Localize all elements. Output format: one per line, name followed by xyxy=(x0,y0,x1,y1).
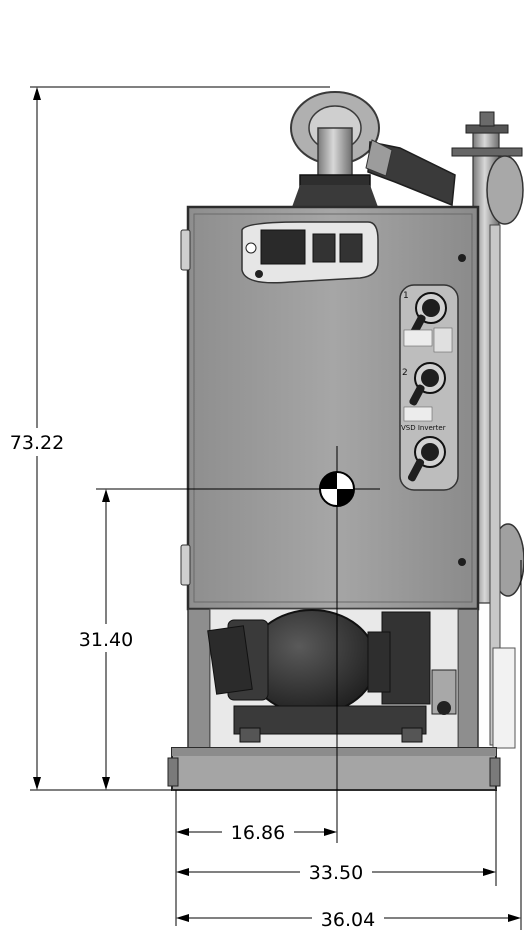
frame-post-left xyxy=(187,608,211,750)
valve-fitting xyxy=(431,669,457,715)
top-blower-assembly xyxy=(290,91,456,208)
skid-end-right xyxy=(489,757,501,787)
pipe-coupling xyxy=(365,139,393,177)
elbow-pipe xyxy=(317,127,353,181)
arrowhead-cg-width-left xyxy=(176,828,189,836)
dimension-cg-height: 31.40 xyxy=(72,489,142,790)
motor-foot-right xyxy=(401,727,423,743)
blower-motor xyxy=(207,609,457,743)
hmi-controller xyxy=(241,221,379,284)
hmi-knob xyxy=(255,270,263,278)
lower-frame xyxy=(167,608,516,791)
label-mask-cg-height xyxy=(72,624,142,652)
cg-height-value: 31.40 xyxy=(79,629,133,651)
dimension-cg-width: 16.86 xyxy=(175,790,337,926)
selector-switch-2-knob xyxy=(421,369,439,387)
frame-post-right xyxy=(457,608,479,750)
vsd-inverter-label: VSD Inverter xyxy=(401,424,446,432)
arrowhead-base-right xyxy=(483,868,496,876)
arrowhead-cg-top xyxy=(102,489,110,502)
motor-mount-base xyxy=(233,705,427,735)
dimension-base-width: 33.50 xyxy=(176,790,497,886)
arrowhead-cg-bottom xyxy=(102,777,110,790)
overall-height-value: 73.22 xyxy=(10,432,64,454)
arrowhead-height-bottom xyxy=(33,777,41,790)
hinge-lower xyxy=(180,544,191,586)
hmi-button-left xyxy=(312,233,336,263)
arrowhead-height-top xyxy=(33,87,41,100)
warning-label-3 xyxy=(403,406,433,422)
arrowhead-cg-width-right xyxy=(324,828,337,836)
selector-switch-3-knob xyxy=(421,443,439,461)
hmi-display xyxy=(260,229,306,265)
valve-handle xyxy=(437,701,451,715)
right-access-panel xyxy=(492,647,516,749)
electrical-cabinet: 1 2 VSD Inverter xyxy=(180,205,480,611)
hmi-indicator xyxy=(245,242,257,254)
label-mask-cg-width xyxy=(222,818,294,844)
dimension-overall-height: 73.22 xyxy=(2,86,330,791)
label-mask-height xyxy=(2,428,72,456)
hinge-upper xyxy=(180,229,191,271)
hmi-button-right xyxy=(339,233,363,263)
stack-cap xyxy=(479,111,495,127)
arrowhead-overall-left xyxy=(176,914,189,922)
dimension-overall-width: 36.04 xyxy=(176,560,522,931)
center-of-gravity-marker xyxy=(96,446,380,843)
stack-flange-mid xyxy=(451,147,523,157)
motor-fan-grill xyxy=(207,625,253,695)
motor-foot-left xyxy=(239,727,261,743)
skid-base-top-lip xyxy=(172,748,496,756)
stack-flange-disc xyxy=(486,155,524,225)
selector-switch-3-lever xyxy=(407,458,425,482)
overall-width-value: 36.04 xyxy=(321,909,375,931)
skid-end-left xyxy=(167,757,179,787)
switch-2-label: 2 xyxy=(402,368,408,378)
warning-label-1 xyxy=(403,329,433,347)
cabinet-door-inset xyxy=(193,213,473,603)
selector-switch-panel: 1 2 VSD Inverter xyxy=(399,284,459,491)
warning-label-2 xyxy=(433,327,453,353)
switch-1-label: 1 xyxy=(403,291,409,301)
label-mask-overall-width xyxy=(312,905,384,931)
cg-symbol-q3 xyxy=(337,489,354,506)
motor-end-cap xyxy=(367,631,391,693)
blower-base-skirt xyxy=(292,185,378,207)
latch-lower xyxy=(458,558,466,566)
base-width-value: 33.50 xyxy=(309,862,363,884)
selector-switch-2-lever xyxy=(409,384,425,406)
cg-width-value: 16.86 xyxy=(231,822,285,844)
latch-upper xyxy=(458,254,466,262)
selector-switch-1-knob xyxy=(422,299,440,317)
arrowhead-base-left xyxy=(176,868,189,876)
label-mask-base-width xyxy=(300,858,372,884)
arrowhead-overall-right xyxy=(508,914,521,922)
cg-symbol-q1 xyxy=(320,472,337,489)
